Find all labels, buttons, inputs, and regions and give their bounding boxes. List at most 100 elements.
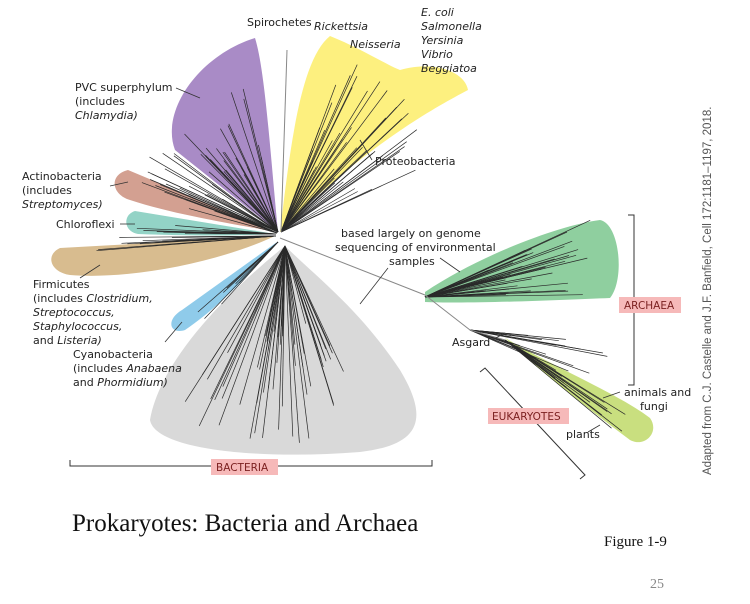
tree-branch	[280, 191, 358, 233]
label-cyano-line3: and Phormidium)	[73, 376, 168, 389]
tree-branch	[266, 245, 286, 342]
label-pvc-line3: Chlamydia)	[75, 109, 138, 122]
label-firmicutes-line3: Streptococcus,	[33, 306, 115, 319]
tree-branch	[175, 225, 277, 235]
label-animals-line2: fungi	[640, 400, 668, 413]
tree-branch	[424, 280, 485, 298]
tree-branch	[280, 150, 368, 233]
label-firmicutes-line4: Staphylococcus,	[33, 320, 122, 333]
label-yersinia: Yersinia	[421, 34, 464, 47]
slide-caption: Prokaryotes: Bacteria and Archaea	[72, 510, 419, 537]
tree-branch	[209, 158, 279, 233]
eukaryotes-tag: EUKARYOTES	[488, 408, 569, 424]
tree-branch	[147, 171, 279, 233]
tree-branch	[184, 245, 286, 402]
tree-branch	[284, 245, 307, 324]
tree-branch	[243, 98, 279, 233]
leader-lines	[79, 87, 621, 433]
tree-branch	[280, 143, 336, 233]
tree-branch	[227, 125, 279, 233]
tree-branch	[424, 290, 569, 298]
main-branches	[279, 49, 506, 341]
tree-branch	[206, 245, 286, 380]
label-genome-line3: samples	[389, 255, 435, 268]
tree-branch	[227, 245, 286, 353]
tree-branch	[504, 339, 605, 403]
tree-branch	[280, 99, 405, 233]
tree-branch	[280, 140, 333, 233]
label-neisseria: Neisseria	[350, 38, 401, 51]
tree-branch	[280, 151, 400, 233]
tree-branch	[284, 245, 308, 395]
pvc-clade	[171, 38, 278, 232]
label-firmicutes-line5: and Listeria)	[33, 334, 102, 347]
phylogenetic-tree: Spirochetes Rickettsia Neisseria E. coli…	[22, 6, 714, 480]
tree-branches	[96, 64, 626, 443]
tree-branch	[280, 188, 356, 233]
tree-branch	[149, 156, 279, 233]
tree-branch	[258, 144, 279, 233]
label-salmonella: Salmonella	[421, 20, 482, 33]
label-pvc-line1: PVC superphylum	[75, 81, 173, 94]
tree-branch	[424, 254, 527, 298]
label-beggiatoa: Beggiatoa	[421, 62, 477, 75]
archaea-tag: ARCHAEA	[619, 297, 681, 313]
label-actino-line3: Streptomyces)	[22, 198, 103, 211]
label-proteobacteria: Proteobacteria	[375, 155, 455, 168]
tree-branch	[469, 329, 542, 340]
tree-branch	[424, 290, 487, 298]
tree-branch	[281, 245, 286, 407]
label-genome-line1: based largely on genome	[341, 227, 481, 240]
tree-branch	[164, 168, 279, 233]
firmicutes-clade	[51, 236, 275, 276]
tree-branch	[188, 208, 278, 234]
tree-branch	[208, 171, 279, 233]
tree-branch	[272, 245, 286, 390]
tree-branch	[280, 155, 384, 233]
label-vibrio: Vibrio	[421, 48, 453, 61]
label-genome-line2: sequencing of environmental	[335, 241, 496, 254]
label-ecoli: E. coli	[421, 6, 454, 19]
tree-branch	[424, 290, 531, 298]
tree-branch	[280, 151, 376, 233]
tree-branch	[424, 260, 566, 298]
tree-branch	[280, 138, 343, 233]
tree-branch	[280, 141, 407, 233]
tree-branch	[284, 245, 331, 346]
tree-branch	[280, 160, 314, 233]
tree-branch	[424, 272, 553, 298]
tree-branch	[424, 219, 591, 298]
label-spirochetes: Spirochetes	[247, 16, 312, 29]
tree-branch	[424, 258, 555, 298]
tree-branch	[254, 245, 286, 434]
label-cyano-line1: Cyanobacteria	[73, 348, 153, 361]
tree-branch	[262, 245, 286, 438]
tree-branch	[284, 245, 312, 387]
tree-branch	[173, 155, 279, 233]
page-number: 25	[650, 577, 664, 592]
tree-branch	[280, 181, 344, 233]
source-credit: Adapted from C.J. Castelle and J.F. Banf…	[702, 107, 714, 475]
tree-branch	[284, 245, 294, 437]
tree-branch	[280, 76, 358, 233]
figure-reference: Figure 1-9	[604, 534, 667, 550]
bacteria-tag: BACTERIA	[211, 459, 278, 475]
tree-branch	[284, 245, 327, 350]
tree-branch	[469, 329, 566, 340]
tree-branch	[424, 294, 583, 298]
tree-branch	[424, 279, 506, 298]
tree-branch	[159, 184, 278, 234]
label-firmicutes-line1: Firmicutes	[33, 278, 90, 291]
tree-branch	[221, 241, 279, 305]
tree-branch	[469, 329, 557, 346]
tree-branch	[504, 339, 602, 416]
tree-branch	[181, 235, 277, 238]
tree-branch	[224, 151, 279, 233]
tree-branch	[185, 199, 278, 234]
label-animals-line1: animals and	[624, 386, 691, 399]
eukaryotes-tag-label: EUKARYOTES	[492, 411, 561, 423]
tree-branch	[143, 230, 277, 235]
tree-branch	[284, 245, 327, 362]
tree-branch	[281, 245, 286, 327]
cyanobacteria-clade	[171, 242, 277, 331]
